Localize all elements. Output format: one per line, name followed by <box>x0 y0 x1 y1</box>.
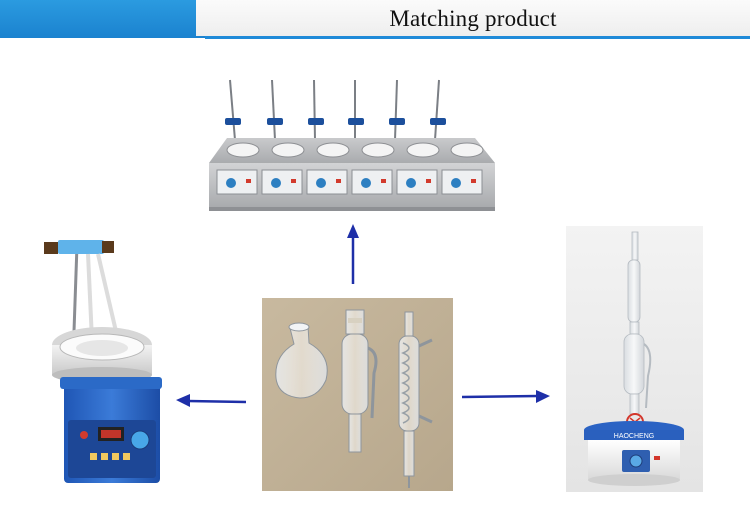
header-accent-tab <box>0 0 212 38</box>
product-photo-six-hole-mantle <box>205 78 500 213</box>
glassware-set-icon <box>262 298 453 491</box>
section-title: Matching product <box>389 6 557 31</box>
product-photo-soxhlet-setup: HAOCHENG <box>566 226 703 492</box>
arrow-left-to-stirrer <box>176 393 246 409</box>
section-header: Matching product <box>0 0 750 44</box>
product-photo-glassware <box>262 298 453 491</box>
header-underline <box>205 36 750 39</box>
six-hole-heating-mantle-icon <box>209 79 495 211</box>
arrow-up-to-mantle <box>345 224 361 286</box>
header-band <box>196 0 750 36</box>
soxhlet-extractor-icon: HAOCHENG <box>566 226 703 492</box>
product-photo-stirrer-heater <box>40 235 162 485</box>
magnetic-stirrer-heater-icon <box>44 240 162 483</box>
arrow-right-to-soxhlet <box>462 388 550 404</box>
brand-label: HAOCHENG <box>614 433 654 440</box>
